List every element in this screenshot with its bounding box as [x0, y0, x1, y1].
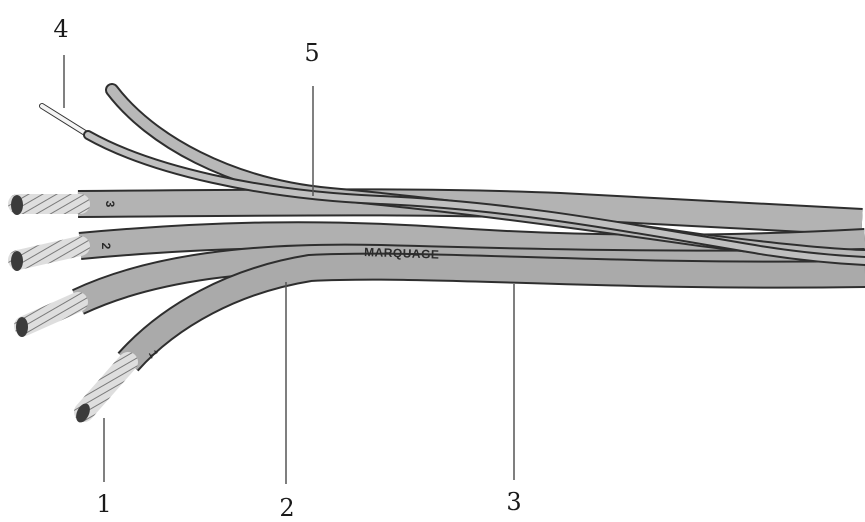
conductor-group: 3 2 1 [11, 90, 865, 425]
cable-marking: MARQUAGE [364, 245, 440, 262]
conductor-3-number: 3 [103, 201, 117, 208]
conductor-2-end [11, 251, 23, 271]
conductor-2-copper [18, 246, 80, 260]
callout-label-4: 4 [53, 15, 68, 43]
conductor-lower-end [16, 317, 28, 337]
conductor-2-number: 2 [99, 243, 113, 250]
callout-label-1: 1 [96, 490, 111, 518]
callout-label-2: 2 [279, 494, 294, 522]
callout-label-5: 5 [304, 39, 319, 67]
conductor-3-end [11, 195, 23, 215]
conductor-1: 1 [73, 267, 865, 425]
conductor-lower-copper [24, 302, 78, 326]
conductor-1-copper [84, 362, 128, 412]
callout-label-3: 3 [506, 488, 521, 516]
